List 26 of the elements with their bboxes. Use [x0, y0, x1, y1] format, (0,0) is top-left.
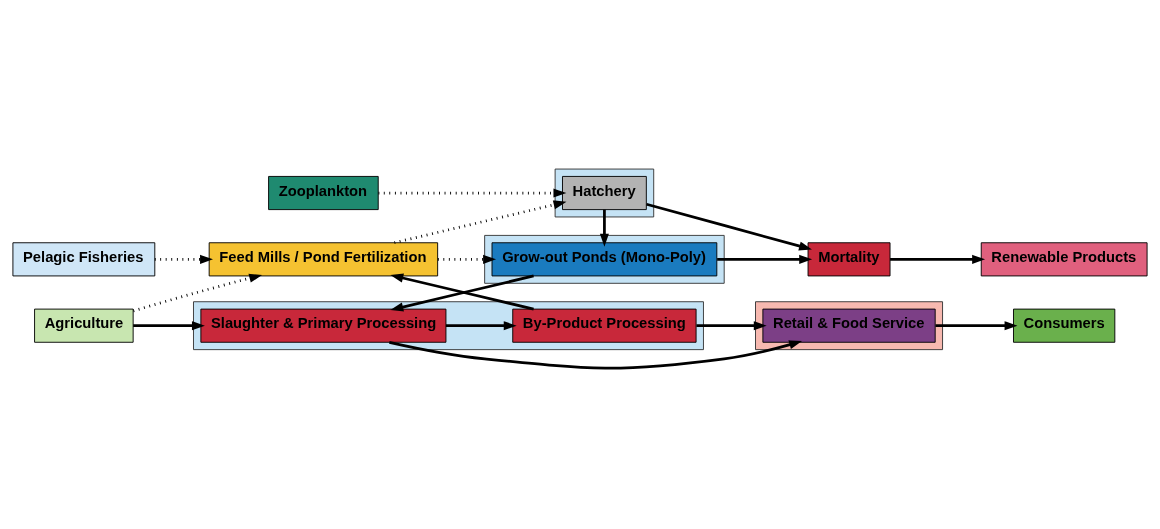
arrow: [696, 320, 767, 330]
node-box: Hatchery: [562, 175, 647, 210]
node-box: Feed Mills / Pond Fertilization: [208, 241, 439, 276]
node-box: Pelagic Fisheries: [12, 241, 156, 276]
arrow: [154, 254, 213, 264]
arrow: [389, 339, 803, 369]
arrow: [378, 188, 567, 198]
arrow: [437, 254, 497, 264]
arrow: [717, 254, 813, 264]
arrow: [646, 202, 812, 250]
arrow: [445, 320, 517, 330]
arrow: [133, 273, 263, 312]
arrow: [133, 320, 205, 330]
node-box: Retail & Food Service: [762, 308, 936, 343]
node-box: Consumers: [1013, 308, 1116, 343]
node-box: By-Product Processing: [512, 308, 697, 343]
arrow: [935, 320, 1018, 330]
node-box: Renewable Products: [980, 241, 1148, 276]
node-box: Grow-out Ponds (Mono-Poly): [491, 241, 718, 276]
node-box: Slaughter & Primary Processing: [200, 308, 447, 343]
arrow: [890, 254, 986, 264]
node-box: Zooplankton: [268, 175, 379, 210]
arrow: [599, 209, 609, 247]
node-box: Agriculture: [34, 308, 134, 343]
node-box: Mortality: [807, 241, 891, 276]
arrow: [394, 199, 567, 244]
